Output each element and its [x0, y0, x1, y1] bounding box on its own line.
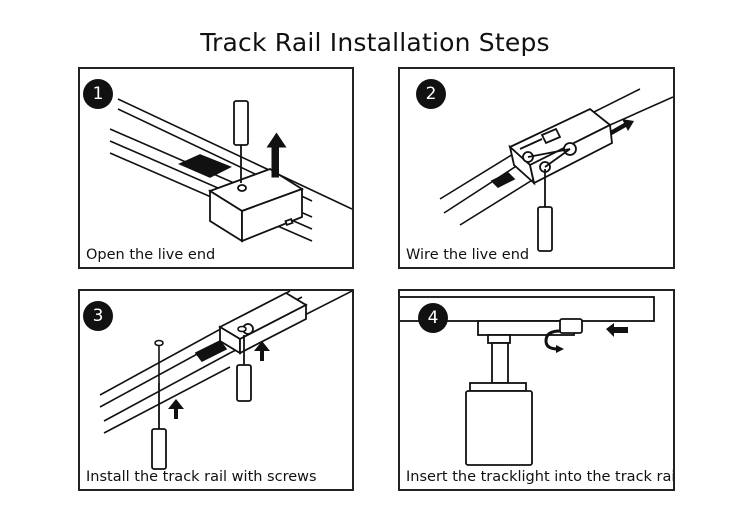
- screwdriver-icon: [537, 169, 553, 252]
- left-arrow-icon: [610, 119, 634, 135]
- step-4-caption: Insert the tracklight into the track rai…: [406, 469, 675, 485]
- step-1-caption: Open the live end: [86, 247, 216, 263]
- step-4-badge: 4: [418, 303, 448, 333]
- step-1-illustration: [109, 98, 352, 243]
- live-end-connector: [207, 168, 305, 243]
- step-3-panel: 3 Install the track rail with screws: [78, 289, 354, 491]
- screw-icon: [154, 325, 247, 383]
- screwdriver-icon: [233, 100, 249, 183]
- rotate-arrow-icon: [544, 329, 561, 351]
- step-2-caption: Wire the live end: [406, 247, 530, 263]
- up-arrow-icon: [254, 341, 270, 361]
- track-rail-icon: [99, 291, 352, 434]
- step-3-badge: 3: [83, 301, 113, 331]
- tracklight-icon: [465, 318, 583, 466]
- step-1-badge: 1: [83, 79, 113, 109]
- up-arrow-icon: [266, 132, 287, 178]
- step-4-panel: 4 Insert the tracklight into the track r…: [398, 289, 675, 491]
- step-2-badge: 2: [416, 79, 446, 109]
- live-end-connector: [508, 107, 613, 186]
- step-2-illustration: [439, 88, 673, 252]
- step-3-caption: Install the track rail with screws: [86, 469, 317, 485]
- left-arrow-icon: [606, 323, 628, 337]
- screwdriver-icon: [151, 335, 252, 470]
- diagram-title: Track Rail Installation Steps: [200, 28, 550, 57]
- step-2-panel: 2 Wire the live end: [398, 67, 675, 269]
- step-1-panel: 1 Open the live end: [78, 67, 354, 269]
- step-3-illustration: [99, 291, 352, 470]
- up-arrow-icon: [168, 399, 184, 419]
